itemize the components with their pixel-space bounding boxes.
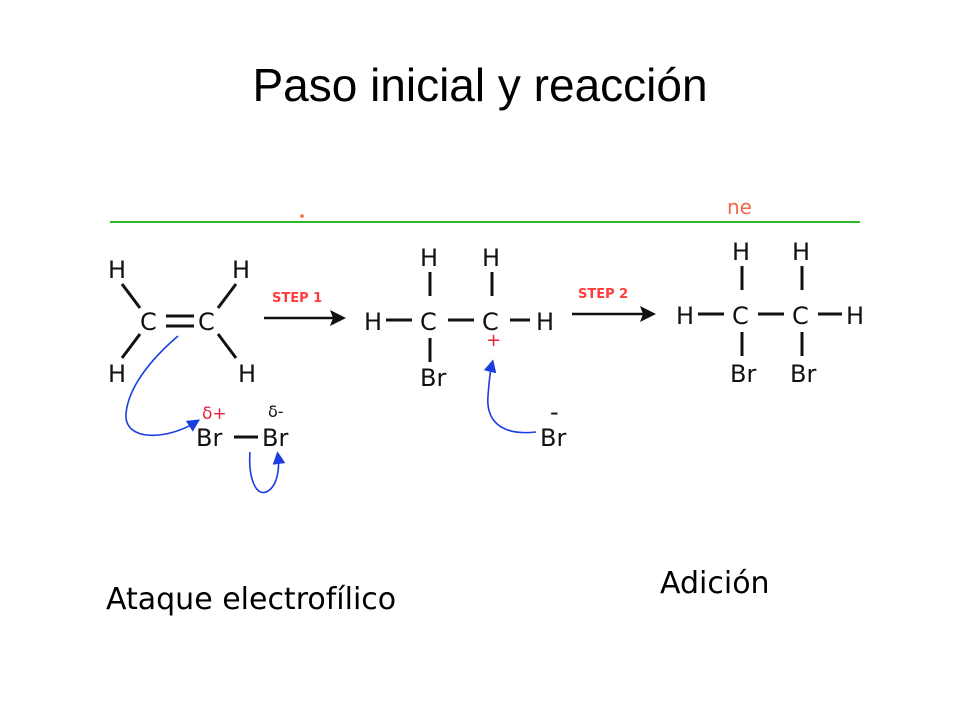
electron-arrow-pi-to-br: [125, 335, 201, 437]
electron-arrow-bond-to-br: [248, 451, 286, 494]
atom-br-bottom: Br: [420, 364, 446, 392]
atom-c-1: C: [732, 302, 749, 330]
step-2-label: STEP 2: [578, 287, 628, 302]
caption-electrophilic-attack: Ataque electrofílico: [106, 582, 397, 617]
step-1-arrow: STEP 1: [264, 291, 346, 326]
atom-h-left: H: [364, 308, 382, 336]
atom-h-top-right: H: [232, 256, 250, 284]
delta-minus-charge: δ-: [268, 402, 284, 421]
atom-h-top-left: H: [108, 256, 126, 284]
atom-c-2: C: [792, 302, 809, 330]
dibromide-product: H H H C C H Br Br: [676, 238, 864, 388]
atom-h-right: H: [536, 308, 554, 336]
atom-h-top-2: H: [792, 238, 810, 266]
atom-h-left: H: [676, 302, 694, 330]
delta-plus-charge: δ+: [202, 404, 227, 424]
bond-h-c: [120, 333, 142, 359]
step-2-arrow: STEP 2: [572, 287, 656, 322]
ethene-molecule: H H C C H H: [108, 256, 256, 388]
atom-c-left: C: [140, 308, 157, 336]
step-1-label: STEP 1: [272, 291, 322, 306]
atom-br-bottom-1: Br: [730, 360, 756, 388]
slide-title: Paso inicial y reacción: [252, 59, 708, 111]
atom-h-bottom-left: H: [108, 360, 126, 388]
bromide-minus-charge: -: [550, 398, 559, 426]
atom-h-bottom-right: H: [238, 360, 256, 388]
atom-h-top-1: H: [420, 244, 438, 272]
atom-h-top-2: H: [482, 244, 500, 272]
red-dot: [300, 214, 304, 218]
atom-br-left: Br: [196, 424, 222, 452]
electron-arrow-bromide-to-carbocation: [483, 359, 537, 434]
atom-c-1: C: [420, 308, 437, 336]
top-text-fragment: ne: [727, 195, 752, 219]
bond-h-c: [216, 283, 238, 309]
bromide-ion: Br: [540, 424, 566, 452]
atom-br-bottom-2: Br: [790, 360, 816, 388]
atom-c-2: C: [482, 308, 499, 336]
atom-h-top-1: H: [732, 238, 750, 266]
bond-h-c: [216, 333, 238, 359]
caption-addition: Adición: [660, 566, 770, 601]
bromine-molecule: δ+ δ- Br Br: [196, 402, 288, 452]
step-2-head: [640, 306, 656, 322]
atom-c-right: C: [198, 308, 215, 336]
carbocation-plus-charge: +: [486, 330, 501, 351]
bond-h-c: [120, 283, 142, 309]
atom-h-right: H: [846, 302, 864, 330]
step-1-head: [330, 310, 346, 326]
carbocation-intermediate: H H H C C H + Br: [364, 244, 554, 392]
atom-br-right: Br: [262, 424, 288, 452]
